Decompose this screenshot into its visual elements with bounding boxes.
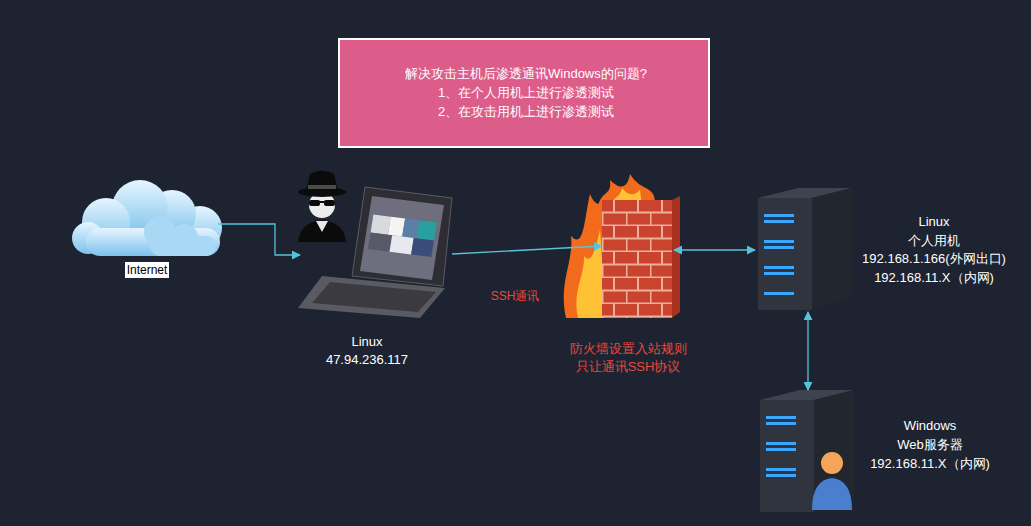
laptop-icon-part — [312, 282, 436, 312]
text-block: 解决攻击主机后渗透通讯Windows的问题?1、在个人用机上进行渗透测试2、在攻… — [340, 40, 712, 144]
server-icon-part — [766, 416, 796, 419]
laptop-icon-part — [360, 196, 444, 280]
server-icon-part — [760, 400, 814, 512]
laptop-icon-part — [352, 187, 452, 286]
text-block: Internet — [70, 262, 224, 278]
server-icon-part — [758, 198, 812, 310]
laptop-icon-part-part — [368, 233, 392, 252]
laptop-icon-part-part — [371, 215, 391, 235]
linux-server-text: 192.168.1.166(外网出口) — [849, 250, 1019, 269]
firewall-icon — [564, 174, 680, 318]
server-icon-part — [766, 468, 796, 471]
server-icon-part — [764, 272, 794, 275]
hacker-icon-part — [309, 200, 320, 206]
firewall: 防火墙设置入站规则 只让通讯SSH协议 — [555, 178, 705, 380]
attacker-laptop-text: Linux — [292, 333, 442, 351]
firewall-icon-part — [576, 230, 606, 318]
linux-server-text: 192.168.11.X（内网) — [849, 269, 1019, 288]
server-icon-part — [766, 448, 796, 451]
question-box-text: 1、在个人用机上进行渗透测试 — [438, 83, 614, 102]
hacker-icon-part — [308, 185, 336, 189]
hacker-icon-part — [316, 221, 328, 232]
text-block: WindowsWeb服务器192.168.11.X（内网) — [848, 416, 1012, 473]
firewall-icon-part — [602, 200, 672, 318]
server-icon — [758, 188, 852, 310]
linux-server-text: Linux — [849, 213, 1019, 232]
windows-server-text: 192.168.11.X（内网) — [848, 454, 1012, 473]
laptop-icon-part-part — [417, 220, 437, 240]
user-icon-part — [812, 478, 852, 510]
attacker-laptop: Linux47.94.236.117 — [300, 168, 452, 373]
linux-server: Linux个人用机192.168.1.166(外网出口)192.168.11.X… — [752, 188, 1024, 314]
question-box-text: 解决攻击主机后渗透通讯Windows的问题? — [405, 64, 647, 83]
firewall-text: 防火墙设置入站规则 只让通讯SSH协议 — [566, 340, 690, 376]
cloud-icon-part — [150, 236, 216, 256]
server-icon-part — [764, 246, 794, 249]
windows-server: WindowsWeb服务器192.168.11.X（内网) — [757, 392, 1022, 518]
hacker-icon-part — [319, 201, 325, 203]
server-icon-part — [764, 214, 794, 217]
laptop-icon-part-part — [390, 235, 414, 254]
text-block: Linux个人用机192.168.1.166(外网出口)192.168.11.X… — [849, 213, 1019, 287]
hacker-icon-part — [324, 200, 335, 206]
server-icon-part — [812, 188, 852, 310]
hacker-icon-part — [298, 220, 346, 242]
text-block: Linux47.94.236.117 — [292, 333, 442, 369]
question-box: 解决攻击主机后渗透通讯Windows的问题?1、在个人用机上进行渗透测试2、在攻… — [338, 38, 710, 148]
server-icon-part — [764, 292, 794, 295]
server-icon-part — [766, 422, 796, 425]
laptop-icon — [298, 187, 452, 318]
server-icon-part — [764, 220, 794, 223]
server-icon-part — [764, 266, 794, 269]
internet-cloud: Internet — [70, 180, 230, 282]
laptop-icon-part — [298, 276, 445, 318]
laptop-icon-part-part — [402, 219, 419, 239]
server-icon-part — [766, 442, 796, 445]
text-block: 防火墙设置入站规则 只让通讯SSH协议 — [566, 340, 690, 376]
laptop-icon-part-part — [360, 196, 444, 280]
internet-cloud-text: Internet — [125, 262, 170, 278]
hacker-icon-part — [306, 171, 338, 193]
user-icon-part — [821, 452, 843, 474]
connector — [807, 312, 808, 390]
server-icon — [760, 390, 854, 512]
laptop-icon-part-part — [411, 238, 434, 257]
user-icon — [812, 452, 852, 510]
linux-server-text: 个人用机 — [849, 232, 1019, 251]
laptop-icon-part-part — [388, 217, 405, 237]
server-icon-part — [764, 240, 794, 243]
attacker-laptop-text: 47.94.236.117 — [292, 351, 442, 369]
edge-label: SSH通讯 — [491, 288, 540, 304]
windows-server-text: Windows — [848, 416, 1012, 435]
server-icon-part — [766, 474, 796, 477]
connector — [218, 224, 300, 255]
connector — [674, 249, 755, 250]
connector — [452, 246, 602, 254]
windows-server-text: Web服务器 — [848, 435, 1012, 454]
question-box-text: 2、在攻击用机上进行渗透测试 — [438, 102, 614, 121]
hacker-icon — [298, 171, 346, 243]
cloud-icon — [72, 180, 222, 256]
firewall-icon-part — [672, 196, 680, 318]
